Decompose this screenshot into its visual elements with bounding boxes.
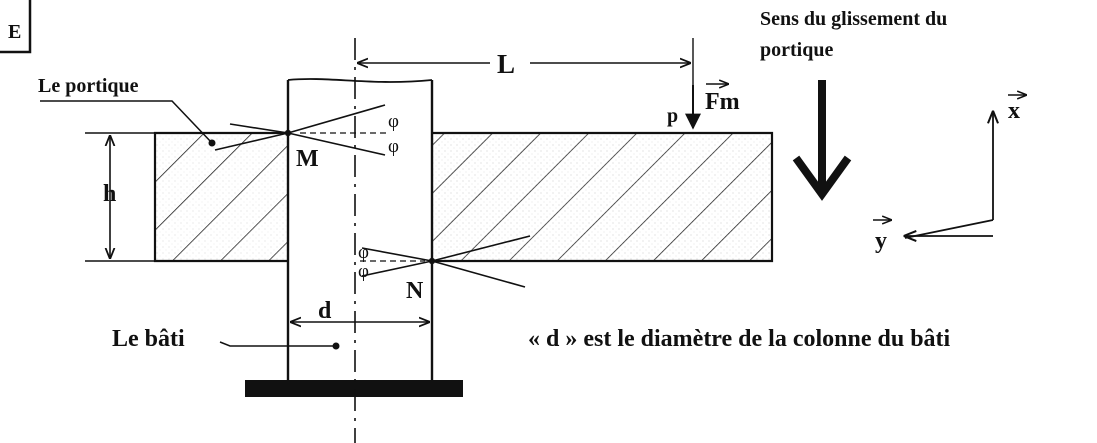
sliding-text-line1: Sens du glissement du: [760, 8, 947, 30]
point-M-label: M: [296, 146, 319, 172]
dimension-d: d: [291, 298, 429, 324]
sliding-direction: Sens du glissement du portique: [760, 8, 947, 201]
point-N-label: N: [406, 278, 424, 304]
phi-M-lower: φ: [388, 136, 399, 157]
portique-block: [85, 131, 774, 263]
phi-N-upper: φ: [358, 242, 369, 263]
dimension-d-label: d: [318, 298, 332, 324]
dimension-L: L: [358, 38, 694, 128]
bati-label: Le bâti: [112, 326, 185, 352]
axis-x-label: x: [1008, 98, 1020, 124]
dimension-h-label: h: [103, 181, 116, 207]
base-plate: [245, 380, 463, 397]
contact-N: N φ φ: [358, 235, 531, 304]
label-bati: Le bâti: [112, 326, 340, 352]
sliding-text-line2: portique: [760, 39, 833, 61]
corner-fragment-text: E: [8, 21, 21, 43]
force-label: Fm: [705, 89, 740, 115]
portique-label: Le portique: [38, 75, 139, 97]
dimension-L-label: L: [497, 49, 515, 79]
phi-M-upper: φ: [388, 111, 399, 132]
point-p-label: p: [667, 105, 678, 127]
dimension-h: h: [103, 136, 116, 258]
force-Fm: p Fm: [667, 84, 740, 130]
diameter-note: « d » est le diamètre de la colonne du b…: [528, 326, 951, 352]
axis-y-label: y: [875, 228, 887, 254]
label-portique: Le portique: [38, 75, 216, 147]
axes: x y: [873, 95, 1026, 254]
corner-box: E: [0, 0, 32, 54]
phi-N-lower: φ: [358, 261, 369, 282]
contact-M: M φ φ: [214, 104, 399, 172]
